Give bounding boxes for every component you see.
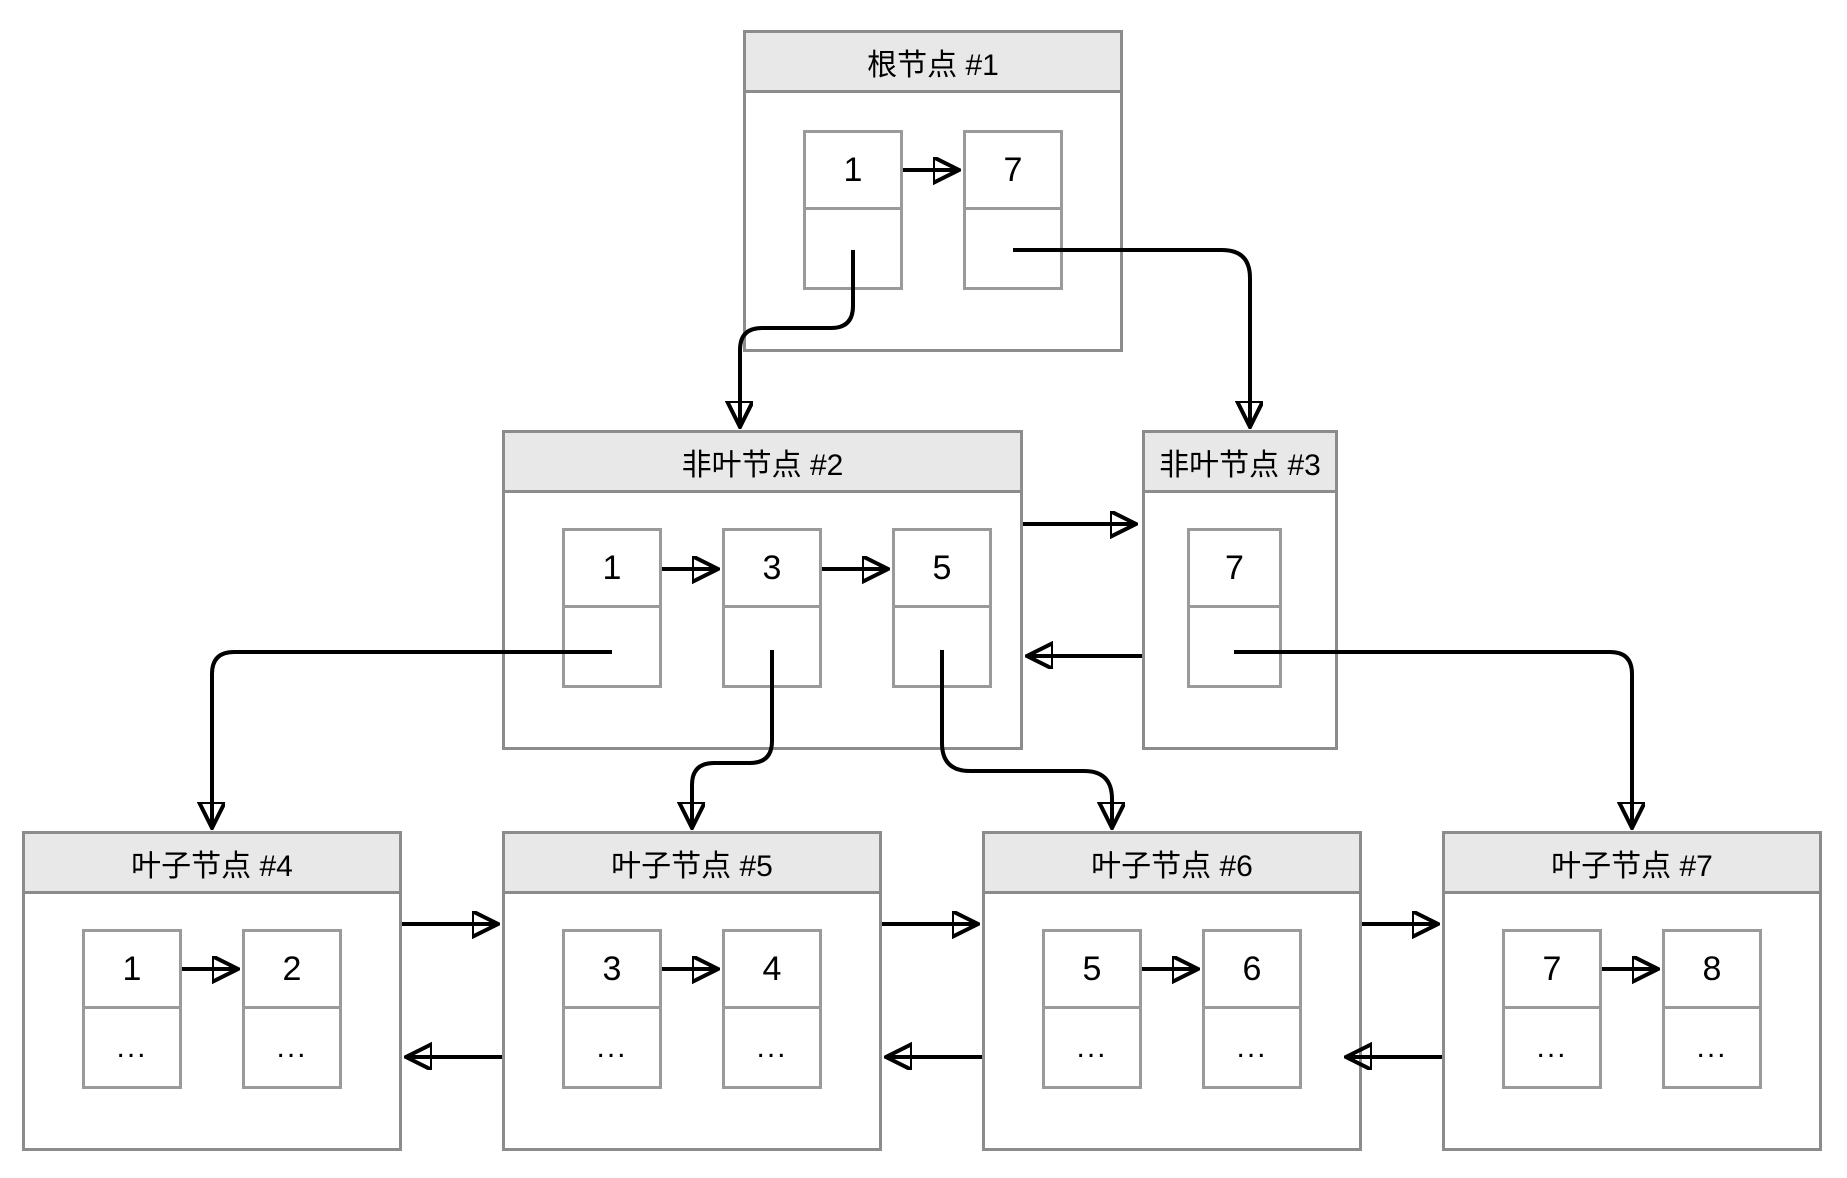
- cell-record-ellipsis: ...: [1696, 1030, 1728, 1064]
- node-leaf-4-cell-1: 2 ...: [242, 929, 342, 1089]
- node-root-1-title: 根节点 #1: [746, 33, 1120, 93]
- node-title-label: 叶子节点 #5: [611, 849, 773, 883]
- node-leaf-7: 叶子节点 #7 7 ... 8 ...: [1442, 831, 1822, 1151]
- cell-record-ellipsis: ...: [276, 1030, 308, 1064]
- cell-key: 3: [565, 932, 659, 1009]
- cell-pointer-slot: [806, 210, 900, 287]
- node-internal-3-title: 非叶节点 #3: [1145, 433, 1335, 493]
- cell-key: 1: [806, 133, 900, 210]
- node-title-label: 根节点 #1: [867, 48, 999, 82]
- node-leaf-5: 叶子节点 #5 3 ... 4 ...: [502, 831, 882, 1151]
- node-internal-3-cell-0: 7: [1187, 528, 1282, 688]
- node-internal-2: 非叶节点 #2 1 3 5: [502, 430, 1023, 750]
- cell-record-ellipsis: ...: [1076, 1030, 1108, 1064]
- cell-pointer-slot: [966, 210, 1060, 287]
- node-internal-2-cell-1: 3: [722, 528, 822, 688]
- cell-record-ellipsis: ...: [1536, 1030, 1568, 1064]
- cell-key: 7: [1190, 531, 1279, 608]
- cell-record-ellipsis: ...: [116, 1030, 148, 1064]
- node-title-label: 非叶节点 #3: [1159, 448, 1321, 482]
- node-leaf-7-cell-0: 7 ...: [1502, 929, 1602, 1089]
- node-title-label: 非叶节点 #2: [681, 448, 844, 482]
- node-leaf-6: 叶子节点 #6 5 ... 6 ...: [982, 831, 1362, 1151]
- node-title-label: 叶子节点 #4: [131, 849, 293, 883]
- cell-pointer-slot: [1190, 608, 1279, 685]
- node-leaf-4-title: 叶子节点 #4: [25, 834, 399, 894]
- cell-pointer-slot: [895, 608, 989, 685]
- cell-key: 6: [1205, 932, 1299, 1009]
- node-leaf-7-title: 叶子节点 #7: [1445, 834, 1819, 894]
- cell-key: 5: [895, 531, 989, 608]
- node-root-1: 根节点 #1 1 7: [743, 30, 1123, 352]
- node-root-1-cell-0: 1: [803, 130, 903, 290]
- node-internal-2-cell-0: 1: [562, 528, 662, 688]
- node-internal-3: 非叶节点 #3 7: [1142, 430, 1338, 750]
- cell-record-ellipsis: ...: [756, 1030, 788, 1064]
- node-internal-2-title: 非叶节点 #2: [505, 433, 1020, 493]
- cell-key: 7: [966, 133, 1060, 210]
- node-leaf-5-title: 叶子节点 #5: [505, 834, 879, 894]
- cell-key: 7: [1505, 932, 1599, 1009]
- cell-key: 1: [565, 531, 659, 608]
- cell-pointer-slot: [565, 608, 659, 685]
- cell-record-ellipsis: ...: [1236, 1030, 1268, 1064]
- cell-record-ellipsis: ...: [596, 1030, 628, 1064]
- cell-key: 4: [725, 932, 819, 1009]
- node-leaf-4-cell-0: 1 ...: [82, 929, 182, 1089]
- node-leaf-6-cell-1: 6 ...: [1202, 929, 1302, 1089]
- node-leaf-5-cell-1: 4 ...: [722, 929, 822, 1089]
- node-root-1-cell-1: 7: [963, 130, 1063, 290]
- cell-key: 2: [245, 932, 339, 1009]
- cell-key: 1: [85, 932, 179, 1009]
- node-internal-2-cell-2: 5: [892, 528, 992, 688]
- node-title-label: 叶子节点 #6: [1091, 849, 1253, 883]
- node-leaf-5-cell-0: 3 ...: [562, 929, 662, 1089]
- node-leaf-4: 叶子节点 #4 1 ... 2 ...: [22, 831, 402, 1151]
- cell-key: 3: [725, 531, 819, 608]
- cell-key: 8: [1665, 932, 1759, 1009]
- node-leaf-7-cell-1: 8 ...: [1662, 929, 1762, 1089]
- node-title-label: 叶子节点 #7: [1551, 849, 1713, 883]
- cell-pointer-slot: [725, 608, 819, 685]
- node-leaf-6-cell-0: 5 ...: [1042, 929, 1142, 1089]
- node-leaf-6-title: 叶子节点 #6: [985, 834, 1359, 894]
- cell-key: 5: [1045, 932, 1139, 1009]
